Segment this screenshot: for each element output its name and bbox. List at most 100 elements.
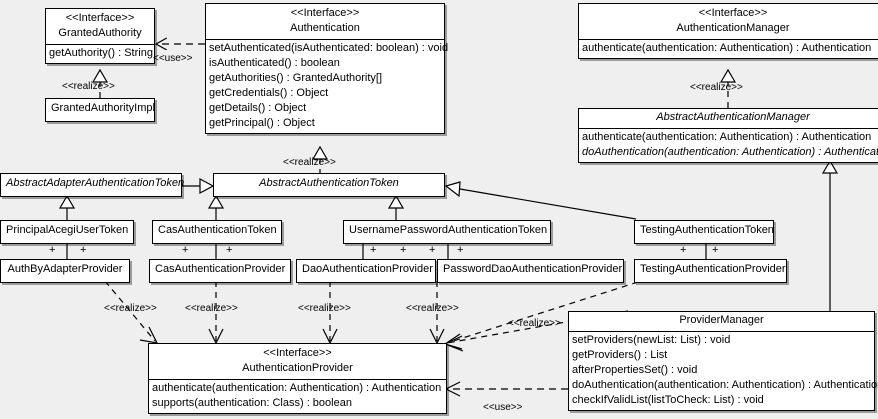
operation: checkIfValidList(listToCheck: List) : vo… xyxy=(572,394,764,406)
class-name: AuthenticationManager xyxy=(676,22,790,34)
class-header: ProviderManager xyxy=(569,312,874,331)
class-abstract-authentication-manager[interactable]: AbstractAuthenticationManager authentica… xyxy=(578,108,878,163)
operation: getAuthority() : String xyxy=(49,47,153,59)
association-plus-marker: + xyxy=(712,244,719,256)
class-granted-authority[interactable]: <<Interface>> GrantedAuthority getAuthor… xyxy=(45,8,155,64)
class-authentication[interactable]: <<Interface>> Authentication setAuthenti… xyxy=(205,3,448,134)
edge-label-realize-casprovider: <<realize>> xyxy=(185,303,238,314)
class-cas-authentication-provider[interactable]: CasAuthenticationProvider xyxy=(149,259,291,283)
operations-compartment: authenticate(authentication: Authenticat… xyxy=(579,39,878,58)
class-name: AbstractAuthenticationManager xyxy=(656,111,810,123)
edge-abstractadaptertoken-extends-abstracttoken xyxy=(182,177,215,195)
operation: supports(authentication: Class) : boolea… xyxy=(152,397,352,409)
operation: getPrincipal() : Object xyxy=(209,117,315,129)
class-dao-authentication-provider[interactable]: DaoAuthenticationProvider xyxy=(296,259,436,283)
edge-label-realize-abstractmanager: <<realize>> xyxy=(690,82,743,93)
class-name: ProviderManager xyxy=(679,314,764,326)
operation: authenticate(authentication: Authenticat… xyxy=(582,42,872,54)
class-name: GrantedAuthority xyxy=(58,27,142,39)
operation: getAuthorities() : GrantedAuthority[] xyxy=(209,72,383,84)
class-testing-authentication-token[interactable]: TestingAuthenticationToken xyxy=(634,220,774,244)
class-username-password-authentication-token[interactable]: UsernamePasswordAuthenticationToken xyxy=(343,220,551,244)
association-plus-marker: + xyxy=(429,244,436,256)
class-name: AbstractAuthenticationToken xyxy=(259,177,399,189)
class-granted-authority-impl[interactable]: GrantedAuthorityImpl xyxy=(45,98,155,122)
class-header: CasAuthenticationToken xyxy=(153,221,281,243)
operations-compartment: authenticate(authentication: Authenticat… xyxy=(579,128,878,162)
association-plus-marker: + xyxy=(370,244,377,256)
class-abstract-authentication-token[interactable]: AbstractAuthenticationToken xyxy=(213,173,445,197)
edge-label-use-authentication-grantedauthority: <<use>> xyxy=(153,53,193,64)
association-plus-marker: + xyxy=(226,244,233,256)
class-header: GrantedAuthorityImpl xyxy=(46,99,155,121)
operation: doAuthentication(authentication: Authent… xyxy=(582,146,878,158)
class-stereotype: <<Interface>> xyxy=(698,7,768,19)
class-header: TestingAuthenticationProvider xyxy=(635,260,786,282)
association-plus-marker: + xyxy=(400,244,407,256)
edge-providermanager-extends-abstractauthenticationmanager xyxy=(821,159,839,311)
class-cas-authentication-token[interactable]: CasAuthenticationToken xyxy=(152,220,282,244)
class-password-dao-authentication-provider[interactable]: PasswordDaoAuthenticationProvider xyxy=(437,259,624,283)
edge-usernamepasswordtoken-extends-abstracttoken xyxy=(387,194,405,220)
class-testing-authentication-provider[interactable]: TestingAuthenticationProvider xyxy=(634,259,787,283)
class-principal-acegi-user-token[interactable]: PrincipalAcegiUserToken xyxy=(0,220,134,244)
class-header: UsernamePasswordAuthenticationToken xyxy=(344,221,550,243)
class-name: AuthByAdapterProvider xyxy=(7,263,123,275)
operation: afterPropertiesSet() : void xyxy=(572,364,698,376)
class-name: PasswordDaoAuthenticationProvider xyxy=(443,263,623,275)
operation: getDetails() : Object xyxy=(209,102,307,114)
class-name: Authentication xyxy=(290,22,360,34)
class-header: DaoAuthenticationProvider xyxy=(297,260,435,282)
edge-principalacegiusertoken-extends-abstractadaptertoken xyxy=(58,194,76,220)
edge-testingauthenticationtoken-extends-abstracttoken xyxy=(444,181,637,220)
operation: getCredentials() : Object xyxy=(209,87,329,99)
class-name: GrantedAuthorityImpl xyxy=(51,102,155,114)
class-header: AbstractAuthenticationManager xyxy=(579,109,878,128)
association-plus-marker: + xyxy=(182,244,189,256)
operation: doAuthentication(authentication: Authent… xyxy=(572,379,878,391)
edge-casauthenticationtoken-extends-abstracttoken xyxy=(207,194,225,220)
edge-label-realize-providermanager: <<realize>> xyxy=(508,318,561,329)
class-name: UsernamePasswordAuthenticationToken xyxy=(349,224,548,236)
edge-label-realize-daoprovider: <<realize>> xyxy=(298,303,351,314)
class-abstract-adapter-authentication-token[interactable]: AbstractAdapterAuthenticationToken xyxy=(0,173,185,197)
class-header: AbstractAuthenticationToken xyxy=(214,174,444,196)
class-header: TestingAuthenticationToken xyxy=(635,221,774,243)
edge-label-realize-passworddaoprovider: <<realize>> xyxy=(406,303,459,314)
class-header: AuthByAdapterProvider xyxy=(1,260,129,282)
edge-label-realize-authbyadapterprovider: <<realize>> xyxy=(104,303,157,314)
class-name: PrincipalAcegiUserToken xyxy=(6,224,129,236)
class-authentication-manager[interactable]: <<Interface>> AuthenticationManager auth… xyxy=(578,3,878,59)
class-name: CasAuthenticationProvider xyxy=(155,263,286,275)
association-plus-marker: + xyxy=(80,244,87,256)
class-header: PasswordDaoAuthenticationProvider xyxy=(438,260,623,282)
class-stereotype: <<Interface>> xyxy=(65,12,135,24)
operation: getProviders() : List xyxy=(572,349,668,361)
edge-label-realize-abstracttoken-authentication: <<realize>> xyxy=(283,157,336,168)
class-header: PrincipalAcegiUserToken xyxy=(1,221,133,243)
class-stereotype: <<Interface>> xyxy=(263,347,332,359)
association-plus-marker: + xyxy=(49,244,56,256)
class-provider-manager[interactable]: ProviderManager setProviders(newList: Li… xyxy=(568,311,878,411)
association-plus-marker: + xyxy=(680,244,687,256)
class-header: CasAuthenticationProvider xyxy=(150,260,290,282)
class-auth-by-adapter-provider[interactable]: AuthByAdapterProvider xyxy=(0,259,130,283)
operations-compartment: setAuthenticated(isAuthenticated: boolea… xyxy=(206,39,448,133)
class-header: AbstractAdapterAuthenticationToken xyxy=(1,174,185,196)
class-header: <<Interface>> AuthenticationProvider xyxy=(149,344,446,379)
operation: isAuthenticated() : boolean xyxy=(209,57,340,69)
edge-label-use-providermanager: <<use>> xyxy=(483,402,523,413)
class-name: DaoAuthenticationProvider xyxy=(302,263,433,275)
operations-compartment: setProviders(newList: List) : void getPr… xyxy=(569,331,878,410)
class-stereotype: <<Interface>> xyxy=(290,7,360,19)
operation: setProviders(newList: List) : void xyxy=(572,334,731,346)
class-header: <<Interface>> AuthenticationManager xyxy=(579,4,878,39)
class-name: TestingAuthenticationProvider xyxy=(640,263,786,275)
class-name: AbstractAdapterAuthenticationToken xyxy=(6,177,185,189)
class-header: <<Interface>> Authentication xyxy=(206,4,444,39)
class-header: <<Interface>> GrantedAuthority xyxy=(46,9,154,44)
class-authentication-provider[interactable]: <<Interface>> AuthenticationProvider aut… xyxy=(148,343,447,414)
association-plus-marker: + xyxy=(457,244,464,256)
operations-compartment: authenticate(authentication: Authenticat… xyxy=(149,379,446,413)
